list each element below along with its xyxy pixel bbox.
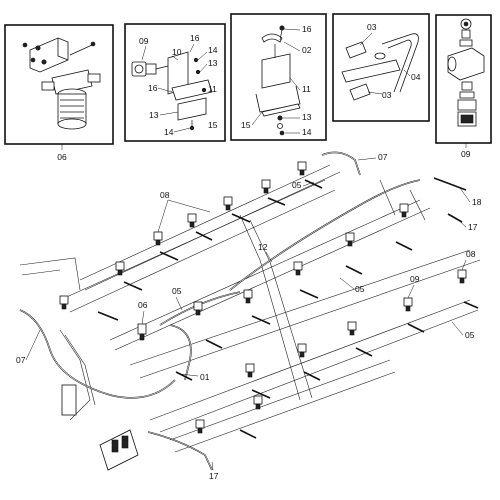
callout-15: 15 [208,120,218,130]
callout-09-main: 09 [410,274,420,284]
nozzle [345,232,355,247]
callout-14: 14 [302,127,312,137]
left-mount-plate [61,384,77,416]
nozzle [245,363,255,378]
inset-valve-bracket: 09 10 16 14 13 11 16 13 15 14 [124,23,226,142]
callout-16-bottom: 16 [148,83,158,93]
callout-11: 11 [208,84,217,94]
inset-mounting-clamp: 16 02 11 15 13 14 [230,13,327,141]
nozzle [137,323,147,341]
callout-17-right: 17 [468,222,478,232]
callout-07-top: 07 [378,152,388,162]
drop-hoses [97,177,479,439]
hose-part [341,33,419,101]
callout-14-top: 14 [208,45,218,55]
nozzle [261,179,271,194]
callout-16: 16 [302,24,312,34]
nozzle [297,343,307,358]
nozzle [193,301,203,316]
bracket-part [167,51,213,131]
callout-06-main: 06 [138,300,148,310]
filter-bracket-part [22,37,96,73]
nozzle [243,289,253,304]
callout-03-bottom: 03 [382,90,392,100]
callout-14-bottom: 14 [164,127,174,137]
callout-05-top: 05 [292,180,302,190]
callout-08-left: 08 [160,190,170,200]
clamp-part [255,25,301,136]
main-supply-hoses [19,151,421,471]
callout-16-top: 16 [190,33,200,43]
boom-frame [19,164,481,471]
inset-filter-assembly: 06 [4,24,114,162]
callout-05-center: 05 [355,284,365,294]
nozzle [457,269,467,284]
callout-09: 09 [139,36,149,46]
center-mount-block [99,429,139,471]
callout-13-bottom: 13 [149,110,159,120]
nozzle [223,196,233,211]
callout-01: 01 [200,372,210,382]
callout-11: 11 [302,84,311,94]
nozzle-bodies [59,161,467,434]
callout-07-left: 07 [16,355,26,365]
callout-04: 04 [411,72,421,82]
callout-03-top: 03 [367,22,377,32]
callout-10: 10 [172,47,182,57]
inset-nozzle-body: 09 [435,14,492,159]
callout-13: 13 [302,112,312,122]
nozzle [187,213,197,228]
nozzle-body-part [447,18,485,127]
callout-05-left: 05 [172,286,182,296]
callout-13-top: 13 [208,58,218,68]
callout-08-right: 08 [466,249,476,259]
boom-assembly-main: 07 05 08 18 17 12 05 08 09 06 05 05 07 0… [16,151,482,481]
callout-09-nozzle: 09 [461,149,471,159]
nozzle [195,419,205,434]
callout-02: 02 [302,45,312,55]
callout-12: 12 [258,242,268,252]
inset-hose-clamps: 03 04 03 [332,13,430,122]
nozzle [347,321,357,336]
nozzle [293,261,303,276]
nozzle [403,297,413,312]
nozzle [115,261,125,276]
valve-part [131,61,169,77]
callout-05-right: 05 [465,330,475,340]
callout-06-filter: 06 [57,152,67,162]
callout-18: 18 [472,197,482,207]
nozzle [297,161,307,176]
callout-17-bottom: 17 [209,471,219,481]
nozzle [253,395,263,410]
nozzle [399,203,409,218]
callout-15: 15 [241,120,251,130]
nozzle [59,295,69,310]
filter-bowl-part [41,69,101,130]
